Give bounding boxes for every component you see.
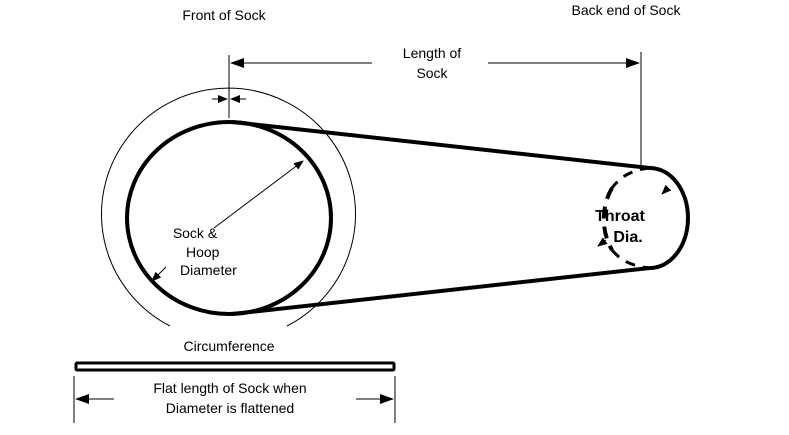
length-of-sock-label-line1: Length of (403, 45, 461, 61)
throat-dashed-bottom (610, 249, 651, 270)
diameter-arrow (213, 160, 304, 229)
sock-bottom-edge (231, 266, 651, 316)
throat-solid-arc (649, 166, 690, 270)
throat-label-line2: Dia. (613, 229, 642, 246)
sock-top-edge (231, 120, 651, 170)
throat-arrow-left (597, 237, 608, 247)
throat-dashed-arc (601, 186, 614, 252)
diameter-label-line2: Hoop (186, 244, 220, 260)
length-of-sock-label-line2: Sock (416, 65, 448, 81)
diameter-label-line3: Diameter (180, 262, 237, 278)
diameter-label-line1: Sock & (173, 225, 218, 241)
throat-label-line1: Throat (595, 208, 645, 225)
flat-length-label-line1: Flat length of Sock when (153, 380, 306, 396)
hoop-circle (125, 120, 333, 316)
flat-length-label-line2: Diameter is flattened (166, 400, 294, 416)
front-of-sock-label: Front of Sock (182, 7, 266, 23)
circumference-label: Circumference (183, 338, 274, 354)
throat-dashed-top (610, 166, 651, 189)
back-end-of-sock-label: Back end of Sock (572, 2, 682, 18)
flat-sock-bar (74, 361, 396, 372)
circumference-arc (101, 87, 356, 327)
diameter-pointer-arrow (151, 266, 167, 282)
throat-arrow-right (661, 184, 672, 195)
